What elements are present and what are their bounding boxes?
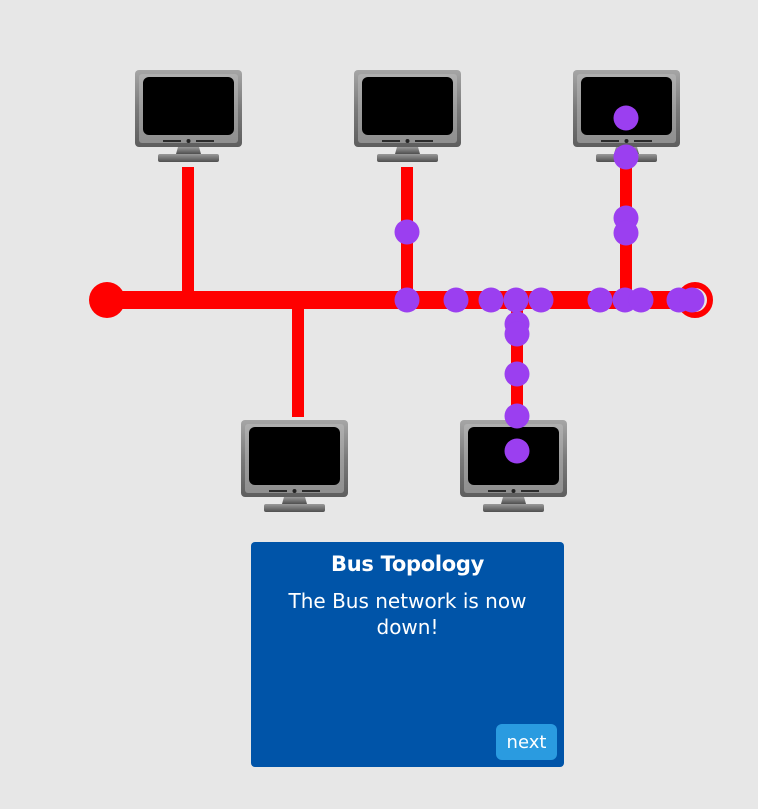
packet-dot <box>394 287 420 313</box>
drop-cable-bottom-left <box>292 305 304 417</box>
packet-dot <box>504 403 530 429</box>
computer-top-left[interactable] <box>135 70 242 162</box>
packet-dot <box>613 220 639 246</box>
panel-message: The Bus network is now down! <box>288 589 527 639</box>
info-panel: Bus Topology The Bus network is now down… <box>251 542 564 767</box>
packet-dot <box>613 105 639 131</box>
packet-dot <box>504 361 530 387</box>
computer-bottom-left[interactable] <box>241 420 348 512</box>
monitor-icon <box>354 70 461 162</box>
bus-terminator-left <box>89 282 125 318</box>
packet-dot <box>628 287 654 313</box>
packet-dot <box>679 287 705 313</box>
packet-dot <box>443 287 469 313</box>
packet-dot <box>528 287 554 313</box>
bus-topology-diagram <box>89 70 713 512</box>
monitor-icon <box>241 420 348 512</box>
data-packets <box>394 105 705 464</box>
panel-title: Bus Topology <box>331 552 484 576</box>
packet-dot <box>613 144 639 170</box>
computer-top-middle[interactable] <box>354 70 461 162</box>
packet-dot <box>503 287 529 313</box>
drop-cable-top-left <box>182 167 194 295</box>
next-button[interactable]: next <box>496 724 557 760</box>
packet-dot <box>504 321 530 347</box>
packet-dot <box>587 287 613 313</box>
packet-dot <box>504 438 530 464</box>
computer-bottom-middle[interactable] <box>460 420 567 512</box>
packet-dot <box>394 219 420 245</box>
packet-dot <box>478 287 504 313</box>
monitor-icon <box>135 70 242 162</box>
monitor-icon <box>460 420 567 512</box>
